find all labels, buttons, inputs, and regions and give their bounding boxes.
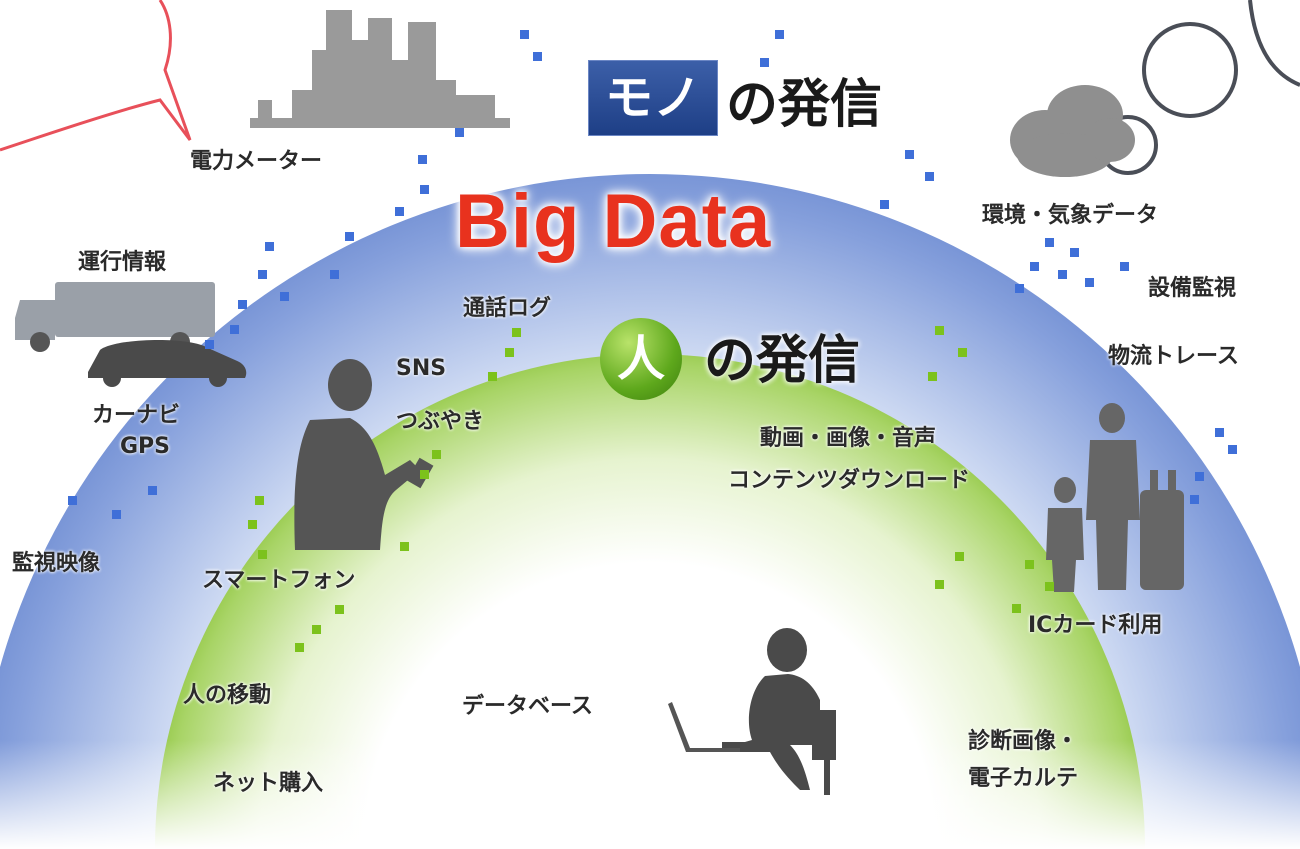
things-heading-suffix: の発信: [726, 75, 883, 135]
things-heading-word: モノ: [604, 70, 701, 126]
people-heading-circle: 人: [600, 318, 682, 400]
green-dots: [248, 326, 1054, 652]
city-skyline-icon: [250, 10, 510, 128]
things-heading-box: モノ: [588, 60, 718, 136]
blue-dots: [68, 30, 1237, 519]
label-surveillance-video: 監視映像: [12, 551, 101, 576]
label-environment-weather: 環境・気象データ: [982, 203, 1159, 228]
person-laptop-icon: [668, 628, 836, 795]
label-power-meter: 電力メーター: [190, 149, 323, 174]
label-call-log: 通話ログ: [463, 296, 552, 321]
label-media-line1: 動画・画像・音声: [760, 426, 937, 451]
car-icon: [88, 339, 247, 387]
people-heading-word: 人: [616, 331, 665, 387]
label-gps: GPS: [120, 434, 171, 459]
label-human-movement: 人の移動: [183, 683, 272, 708]
label-tweets: つぶやき: [396, 409, 485, 434]
label-logistics-trace: 物流トレース: [1108, 344, 1239, 369]
label-ic-card: ICカード利用: [1028, 613, 1163, 638]
label-sns: SNS: [396, 356, 447, 381]
label-online-purchase: ネット購入: [213, 771, 324, 796]
big-data-title: Big Data: [455, 179, 772, 264]
label-operation-info: 運行情報: [78, 250, 167, 275]
label-database: データベース: [462, 694, 593, 719]
label-diagnosis-line2: 電子カルテ: [968, 766, 1079, 791]
cloud-icon: [1010, 85, 1135, 177]
truck-icon: [15, 282, 215, 352]
label-media-line2: コンテンツダウンロード: [728, 468, 971, 493]
family-luggage-icon: [1046, 403, 1184, 592]
label-smartphone: スマートフォン: [202, 568, 356, 593]
label-car-navi: カーナビ: [92, 403, 181, 428]
people-heading-suffix: の発信: [704, 331, 861, 391]
label-equipment-monitoring: 設備監視: [1148, 276, 1237, 301]
label-diagnosis-line1: 診断画像・: [968, 729, 1079, 754]
speech-callout-icon: [0, 0, 192, 152]
